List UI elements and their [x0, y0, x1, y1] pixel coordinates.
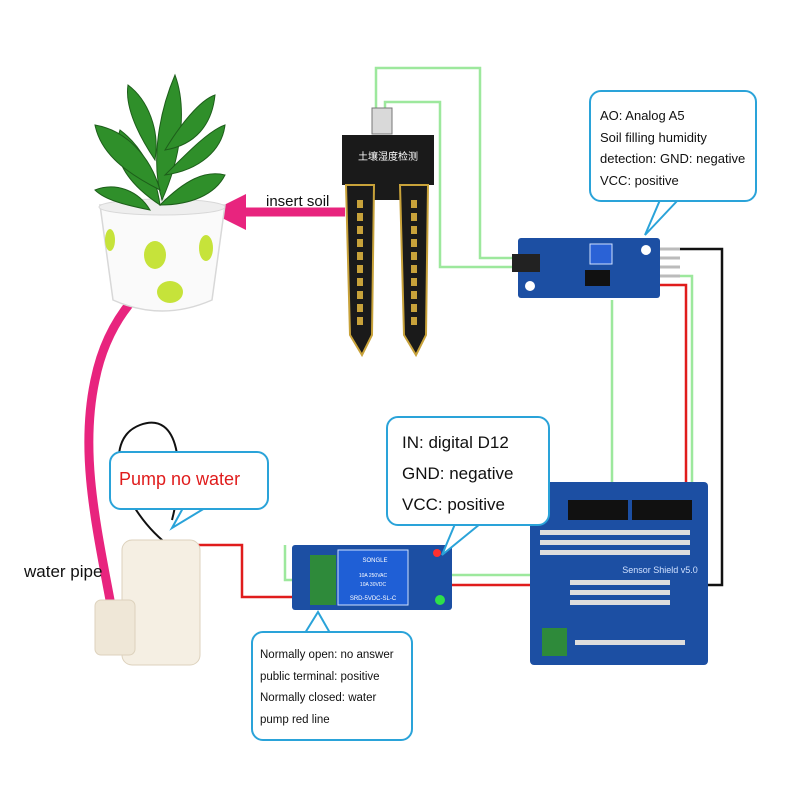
- contacts-callout-line-4: pump red line: [260, 713, 330, 726]
- relay-led-green: [435, 595, 445, 605]
- relay-led-red: [433, 549, 441, 557]
- sensor-shield: Sensor Shield v5.0: [530, 482, 708, 665]
- contacts-callout-line-1: Normally open: no answer: [260, 649, 394, 661]
- shield-pin-rows: [540, 530, 690, 645]
- sensor-callout-line-1: AO: Analog A5: [600, 108, 685, 123]
- shield-title: Sensor Shield v5.0: [622, 565, 698, 575]
- probe-header-pins: [371, 107, 393, 135]
- relay-callout-line-1: IN: digital D12: [402, 433, 509, 452]
- pot-dot-3: [199, 235, 213, 261]
- relay-pins-callout: IN: digital D12 GND: negative VCC: posit…: [386, 416, 550, 526]
- probe-silkscreen: 土壤湿度检测: [358, 150, 418, 163]
- plant-leaves: [94, 73, 226, 211]
- sensor-chip: [585, 270, 610, 286]
- black-ground-wire: [660, 247, 724, 587]
- water-flow-arrow: [84, 269, 164, 605]
- pot-dot-4: [105, 229, 115, 251]
- green-wire-top-outer: [374, 66, 520, 260]
- red-wire-pump: [175, 543, 312, 599]
- insert-soil-label: insert soil: [266, 193, 330, 210]
- relay-callout-line-3: VCC: positive: [402, 495, 505, 514]
- relay-cube: [337, 549, 409, 606]
- sensor-mount-hole-1: [525, 281, 535, 291]
- pump-callout-text: Pump no water: [119, 469, 241, 489]
- sensor-callout-line-2: Soil filling humidity: [600, 129, 707, 145]
- sensor-module: [512, 238, 680, 298]
- pump-outlet: [94, 599, 136, 656]
- contacts-callout-tail: [304, 610, 331, 634]
- water-pump: [94, 421, 201, 666]
- potted-plant: [94, 73, 226, 312]
- green-wire-relay: [283, 545, 295, 582]
- pump-callout-tail: [169, 507, 206, 531]
- pot-dot-2: [157, 281, 183, 303]
- sensor-module-board: [518, 238, 660, 298]
- sensor-callout-line-3: detection: GND: negative: [600, 151, 746, 166]
- relay-module: SONGLE 10A 250VAC 10A 30VDC SRD-5VDC-SL-…: [292, 545, 452, 610]
- probe-head: [342, 135, 434, 200]
- relay-rating-1: 10A 250VAC: [359, 573, 388, 579]
- shield-board: [530, 482, 708, 665]
- shield-power-terminal: [542, 628, 567, 656]
- sensor-callout-tail: [644, 199, 679, 236]
- contacts-callout-line-2: public terminal: positive: [260, 670, 380, 683]
- water-pipe-label: water pipe: [24, 562, 103, 581]
- sensor-callout-line-4: VCC: positive: [600, 172, 679, 188]
- relay-callout-line-2: GND: negative: [402, 464, 514, 483]
- pot-dot-1: [144, 241, 166, 269]
- contacts-callout-line-3: Normally closed: water: [260, 692, 377, 704]
- sensor-module-callout: AO: Analog A5 Soil filling humidity dete…: [589, 90, 757, 202]
- soil-moisture-probe: 土壤湿度检测: [342, 107, 434, 358]
- relay-model: SRD-5VDC-SL-C: [350, 596, 397, 602]
- relay-brand: SONGLE: [362, 558, 387, 564]
- shield-header-1: [568, 500, 628, 520]
- green-wire-top-inner: [383, 100, 520, 269]
- relay-callout-tail: [441, 523, 481, 556]
- callout-tails: [169, 199, 679, 634]
- pump-callout: Pump no water: [109, 451, 269, 510]
- sensor-potentiometer: [589, 243, 613, 265]
- sensor-header-pins: [660, 247, 680, 278]
- sensor-left-header: [512, 254, 540, 272]
- relay-terminal-block: [310, 555, 336, 605]
- shield-header-2: [632, 500, 692, 520]
- sensor-mount-hole-2: [641, 245, 651, 255]
- relay-contacts-callout: Normally open: no answer public terminal…: [251, 631, 413, 741]
- relay-rating-2: 10A 30VDC: [360, 582, 387, 588]
